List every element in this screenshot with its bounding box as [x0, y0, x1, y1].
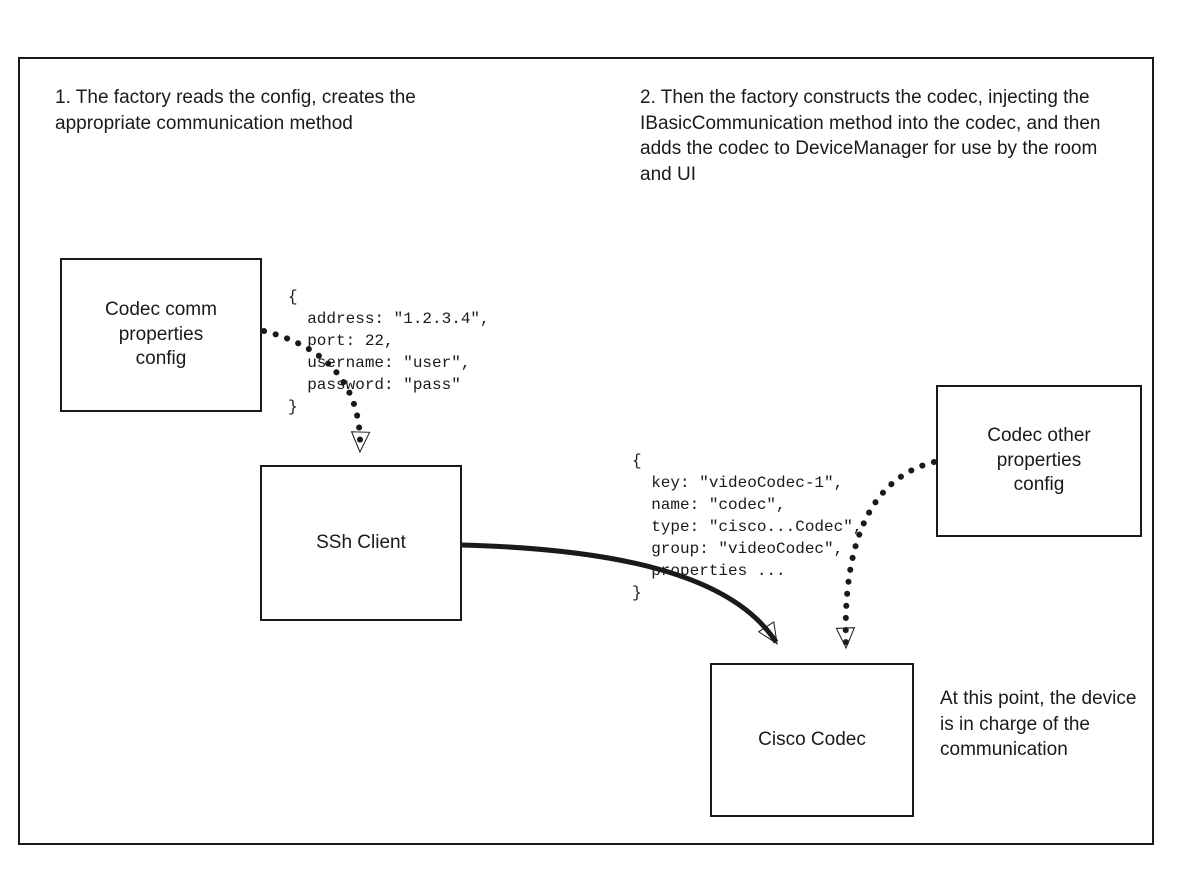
node-label: Codec other properties config: [987, 424, 1091, 496]
code-block-codec-properties: { key: "videoCodec-1", name: "codec", ty…: [632, 452, 863, 602]
node-codec-comm-properties-config: Codec comm properties config: [60, 258, 262, 412]
node-label: Cisco Codec: [758, 728, 866, 750]
node-ssh-client: SSh Client: [260, 465, 462, 621]
code-block-comm-properties: { address: "1.2.3.4", port: 22, username…: [288, 288, 490, 416]
annotation-endpoint-note: At this point, the device is in charge o…: [940, 688, 1137, 761]
diagram-border-frame: [18, 57, 1154, 845]
annotation-step-2: 2. Then the factory constructs the codec…: [640, 87, 1101, 185]
node-label: Codec comm properties config: [105, 298, 217, 370]
annotation-step-1: 1. The factory reads the config, creates…: [55, 87, 416, 134]
node-cisco-codec: Cisco Codec: [710, 663, 914, 817]
node-codec-other-properties-config: Codec other properties config: [936, 385, 1142, 537]
node-label: SSh Client: [316, 531, 406, 553]
